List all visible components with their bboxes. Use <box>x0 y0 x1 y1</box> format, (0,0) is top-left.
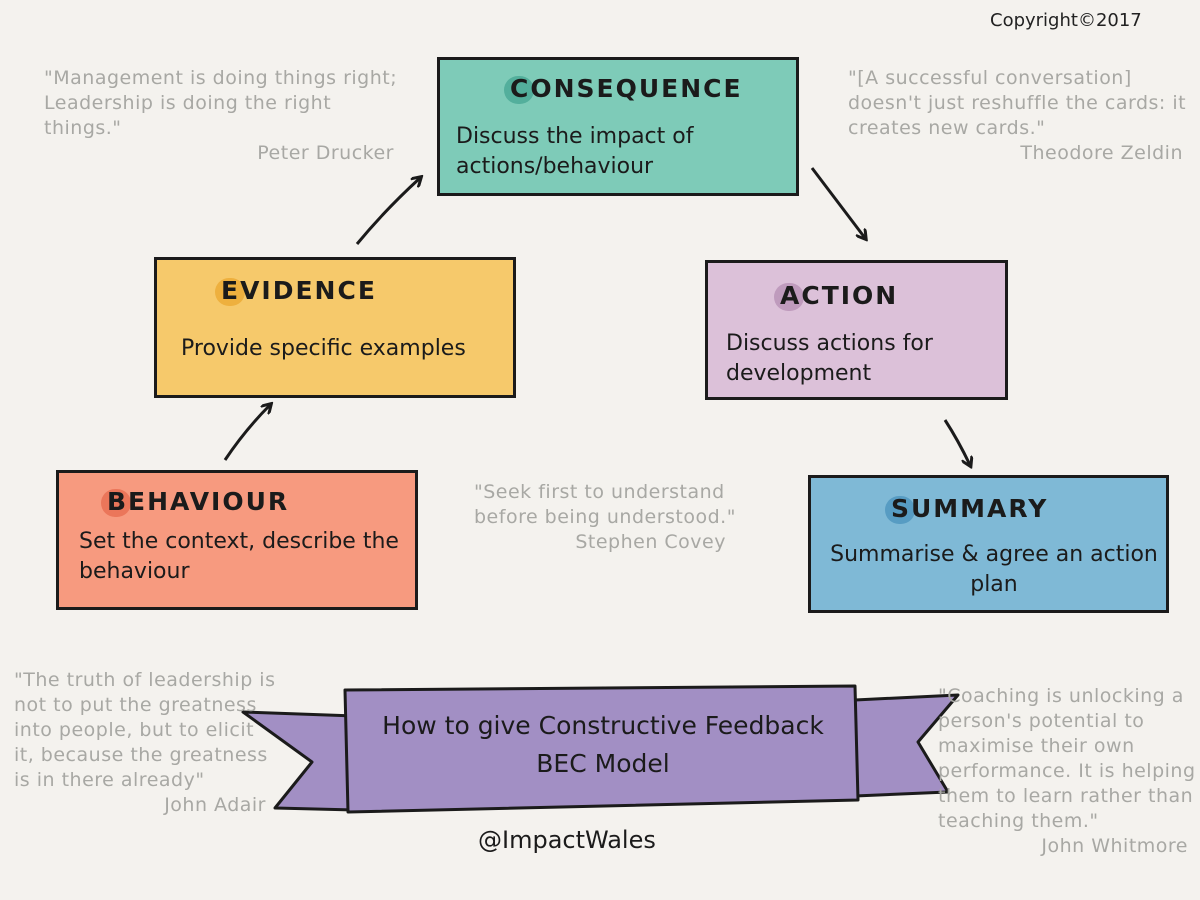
consequence-box: CONSEQUENCE Discuss the impact of action… <box>437 57 799 196</box>
quote-zeldin: "[A successful conversation] doesn't jus… <box>848 66 1193 166</box>
quote-whitmore-author: John Whitmore <box>1041 835 1188 857</box>
summary-title: SUMMARY <box>891 494 1049 523</box>
evidence-title: EVIDENCE <box>221 276 377 305</box>
quote-whitmore: "Coaching is unlocking a person's potent… <box>938 684 1198 859</box>
quote-drucker-author: Peter Drucker <box>257 142 394 164</box>
quote-drucker: "Management is doing things right; Leade… <box>44 66 404 166</box>
summary-description: Summarise & agree an action plan <box>830 542 1158 597</box>
action-description: Discuss actions for development <box>726 331 933 386</box>
copyright-notice: Copyright©2017 <box>990 10 1142 31</box>
twitter-handle: @ImpactWales <box>478 826 656 854</box>
quote-adair: "The truth of leadership is not to put t… <box>14 668 276 818</box>
quote-whitmore-text: "Coaching is unlocking a person's potent… <box>938 685 1196 832</box>
behaviour-title: BEHAVIOUR <box>107 487 290 516</box>
action-title: ACTION <box>780 281 899 310</box>
quote-zeldin-author: Theodore Zeldin <box>1020 142 1183 164</box>
quote-covey: "Seek first to understand before being u… <box>474 480 736 555</box>
behaviour-description: Set the context, describe the behaviour <box>79 529 399 584</box>
quote-covey-author: Stephen Covey <box>575 531 726 553</box>
banner-ribbon <box>241 684 960 814</box>
quote-adair-text: "The truth of leadership is not to put t… <box>14 669 276 791</box>
action-box: ACTION Discuss actions for development <box>705 260 1008 400</box>
quote-adair-author: John Adair <box>164 794 266 816</box>
banner-title-line1: How to give Constructive Feedback <box>382 711 824 740</box>
consequence-description: Discuss the impact of actions/behaviour <box>456 124 694 179</box>
arrow-action-to-summary <box>943 419 970 465</box>
evidence-box: EVIDENCE Provide specific examples <box>154 257 516 398</box>
quote-covey-text: "Seek first to understand before being u… <box>474 481 736 528</box>
arrow-evidence-to-consequence <box>355 178 420 245</box>
evidence-description: Provide specific examples <box>181 336 466 361</box>
behaviour-box: BEHAVIOUR Set the context, describe the … <box>56 470 418 610</box>
banner-title-line2: BEC Model <box>536 749 670 778</box>
arrow-behaviour-to-evidence <box>223 405 270 461</box>
summary-box: SUMMARY Summarise & agree an action plan <box>808 475 1169 613</box>
arrow-consequence-to-action <box>810 167 865 238</box>
quote-zeldin-text: "[A successful conversation] doesn't jus… <box>848 67 1187 139</box>
consequence-title: CONSEQUENCE <box>510 74 743 103</box>
banner-title: How to give Constructive Feedback BEC Mo… <box>368 707 838 783</box>
quote-drucker-text: "Management is doing things right; Leade… <box>44 67 398 139</box>
